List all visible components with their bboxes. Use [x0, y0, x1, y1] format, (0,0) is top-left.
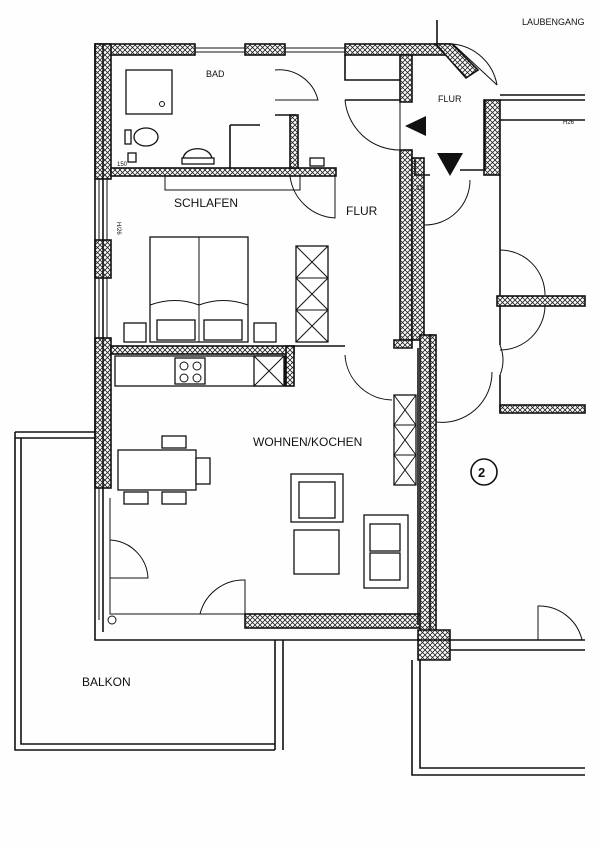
unit-number-circle [470, 458, 498, 486]
toilet [133, 127, 159, 147]
doors [109, 43, 583, 641]
label-unit-number: 2 [478, 465, 485, 480]
dining-table [117, 449, 197, 491]
label-h26-right: H26 [563, 120, 575, 126]
label-balkon: BALKON [82, 675, 131, 689]
bathroom-fixtures [124, 69, 325, 191]
outlines [14, 20, 585, 776]
label-flur-top: FLUR [438, 94, 462, 104]
label-15: 15 [416, 185, 424, 192]
living-furniture [107, 355, 417, 625]
bedroom-furniture [123, 236, 329, 343]
label-schlafen: SCHLAFEN [174, 196, 238, 210]
coffee-table [293, 529, 340, 575]
room-labels: LAUBENGANG BAD FLUR SCHLAFEN FLUR WOHNEN… [82, 17, 585, 689]
interior-walls [94, 44, 586, 661]
label-laubengang: LAUBENGANG [522, 17, 585, 27]
label-flur: FLUR [346, 204, 378, 218]
arrow-left-icon [405, 116, 426, 136]
arrow-down-icon [437, 153, 463, 176]
windows [98, 47, 345, 620]
label-wohnen-kochen: WOHNEN/KOCHEN [253, 435, 362, 449]
label-h26-left: H/26 [115, 222, 121, 235]
label-bad: BAD [206, 69, 225, 79]
entry-arrows [405, 116, 463, 176]
shower-tray [125, 69, 173, 115]
label-150: 150 [117, 162, 128, 168]
